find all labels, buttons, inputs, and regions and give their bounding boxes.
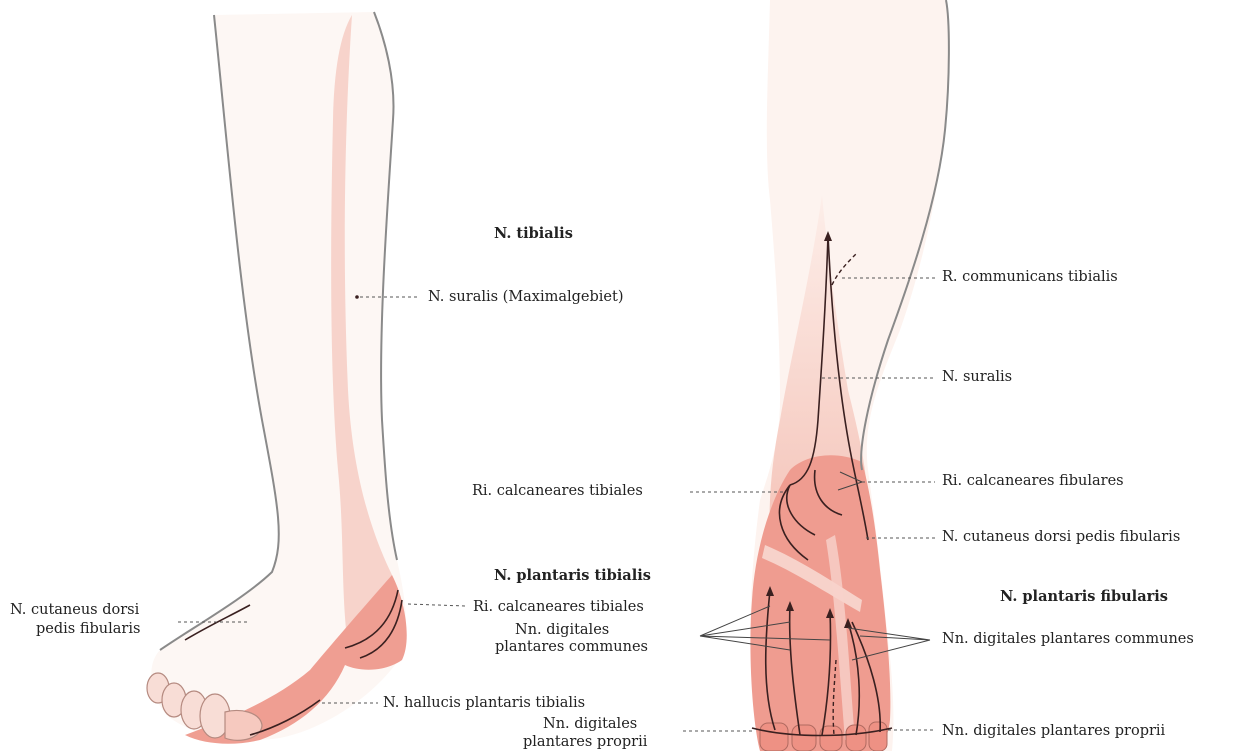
label-nn-digitales-communes-2: plantares communes [495, 639, 648, 655]
label-n-suralis: N. suralis [942, 369, 1012, 385]
label-ri-calcaneares-fibulares: Ri. calcaneares fibulares [942, 473, 1124, 489]
label-n-plantaris-tibialis: N. plantaris tibialis [494, 567, 651, 584]
label-nn-digitales-plantares-proprii: Nn. digitales plantares proprii [942, 723, 1166, 739]
label-n-cutaneus-dorsi-1: N. cutaneus dorsi [10, 602, 140, 618]
label-n-tibialis: N. tibialis [494, 225, 573, 242]
label-nn-digitales-proprii-1: Nn. digitales [543, 716, 637, 732]
label-nn-digitales-plantares-communes: Nn. digitales plantares communes [942, 631, 1194, 647]
label-n-plantaris-fibularis: N. plantaris fibularis [1000, 588, 1168, 605]
label-ri-calcaneares-tibiales-right: Ri. calcaneares tibiales [472, 483, 643, 499]
label-nn-digitales-communes-1: Nn. digitales [515, 622, 609, 638]
label-n-cutaneus-dorsi-2: pedis fibularis [36, 621, 140, 637]
label-n-suralis-max: N. suralis (Maximalgebiet) [428, 289, 624, 305]
label-n-hallucis: N. hallucis plantaris tibialis [383, 695, 585, 711]
label-ri-calcaneares-tibiales-left: Ri. calcaneares tibiales [473, 599, 644, 615]
left-suralis-dot [355, 295, 359, 299]
label-r-communicans-tibialis: R. communicans tibialis [942, 269, 1118, 285]
label-n-cutaneus-dorsi-pedis-fibularis: N. cutaneus dorsi pedis fibularis [942, 529, 1180, 545]
left-leg-figure [147, 12, 407, 744]
label-nn-digitales-proprii-2: plantares proprii [523, 734, 648, 750]
